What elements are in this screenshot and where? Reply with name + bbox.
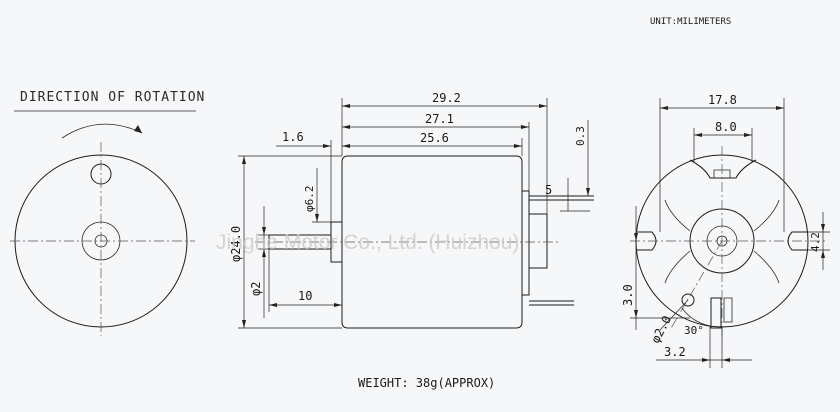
- arrow-icon: [634, 310, 638, 318]
- dim-slot-width: 4.2: [809, 232, 822, 252]
- arrow-icon: [521, 125, 529, 129]
- bottom-terminal-b: [723, 297, 733, 323]
- dim-endcap-gap: 0.3: [574, 126, 587, 146]
- arrow-icon: [323, 144, 331, 148]
- left-arm: [664, 199, 691, 284]
- arrow-icon: [586, 188, 590, 196]
- arrow-icon: [269, 303, 277, 307]
- angle-arc: [681, 307, 711, 327]
- arrow-icon: [702, 358, 710, 362]
- bottom-terminal: [710, 297, 722, 329]
- front-view: [10, 123, 195, 336]
- watermark: Jinghe Motor Co., Ltd. (Huizhou): [216, 231, 519, 254]
- rotation-arrowhead-icon: [134, 125, 142, 133]
- arrow-icon: [722, 358, 730, 362]
- dim-body-length: 27.1: [425, 112, 454, 126]
- arrow-icon: [776, 106, 784, 110]
- leader-20: [659, 299, 689, 331]
- side-view: 29.2 27.1 25.6 1.6 0.3 5 φ6.2: [229, 91, 594, 329]
- arrow-icon: [514, 144, 522, 148]
- arrow-icon: [262, 227, 266, 235]
- angle-line: [669, 240, 723, 331]
- dim-width: 17.8: [708, 93, 737, 107]
- dim-body-diameter: φ24.0: [229, 226, 243, 262]
- dim-shaft-length: 10: [298, 289, 312, 303]
- arrow-icon: [342, 144, 350, 148]
- arrow-icon: [634, 233, 638, 241]
- dim-slot-offset: 3.2: [664, 345, 686, 359]
- end-cap-bearing: [528, 213, 548, 269]
- rotation-title: DIRECTION OF ROTATION: [20, 90, 205, 105]
- dim-hole-spacing: 8.0: [715, 120, 737, 134]
- arrow-icon: [660, 106, 668, 110]
- arrow-icon: [342, 125, 350, 129]
- dim-total-length: 29.2: [432, 91, 461, 105]
- arrow-icon: [821, 250, 825, 258]
- rotation-arrow-icon: [61, 123, 143, 139]
- arrow-icon: [262, 249, 266, 257]
- dim-shaft-diameter: φ2: [249, 282, 263, 296]
- arrow-icon: [694, 133, 702, 137]
- dim-terminal: 5: [545, 183, 552, 197]
- arrow-icon: [242, 156, 246, 164]
- arrow-icon: [315, 214, 319, 222]
- arrow-icon: [539, 104, 547, 108]
- weight-label: WEIGHT: 38g(APPROX): [358, 376, 495, 390]
- top-notch: [689, 159, 757, 179]
- arrow-icon: [821, 224, 825, 232]
- dim-can-length: 25.6: [420, 131, 449, 145]
- dim-boss-diameter: φ6.2: [303, 186, 316, 213]
- arrow-icon: [744, 133, 752, 137]
- dim-hole-offset: 3.0: [621, 284, 635, 306]
- end-cap: [521, 190, 530, 296]
- arrow-icon: [242, 320, 246, 328]
- dim-angle: 30°: [684, 324, 704, 337]
- mount-hole: [681, 293, 695, 307]
- motor-can-outline: [341, 155, 523, 329]
- arrow-icon: [334, 303, 342, 307]
- end-view: 17.8 8.0 4.2 3.0 φ2.0 30° 3.2: [621, 93, 830, 368]
- arrow-icon: [342, 104, 350, 108]
- dim-flange: 1.6: [282, 130, 304, 144]
- right-arm: [753, 199, 780, 284]
- unit-label: UNIT:MILIMETERS: [650, 17, 731, 27]
